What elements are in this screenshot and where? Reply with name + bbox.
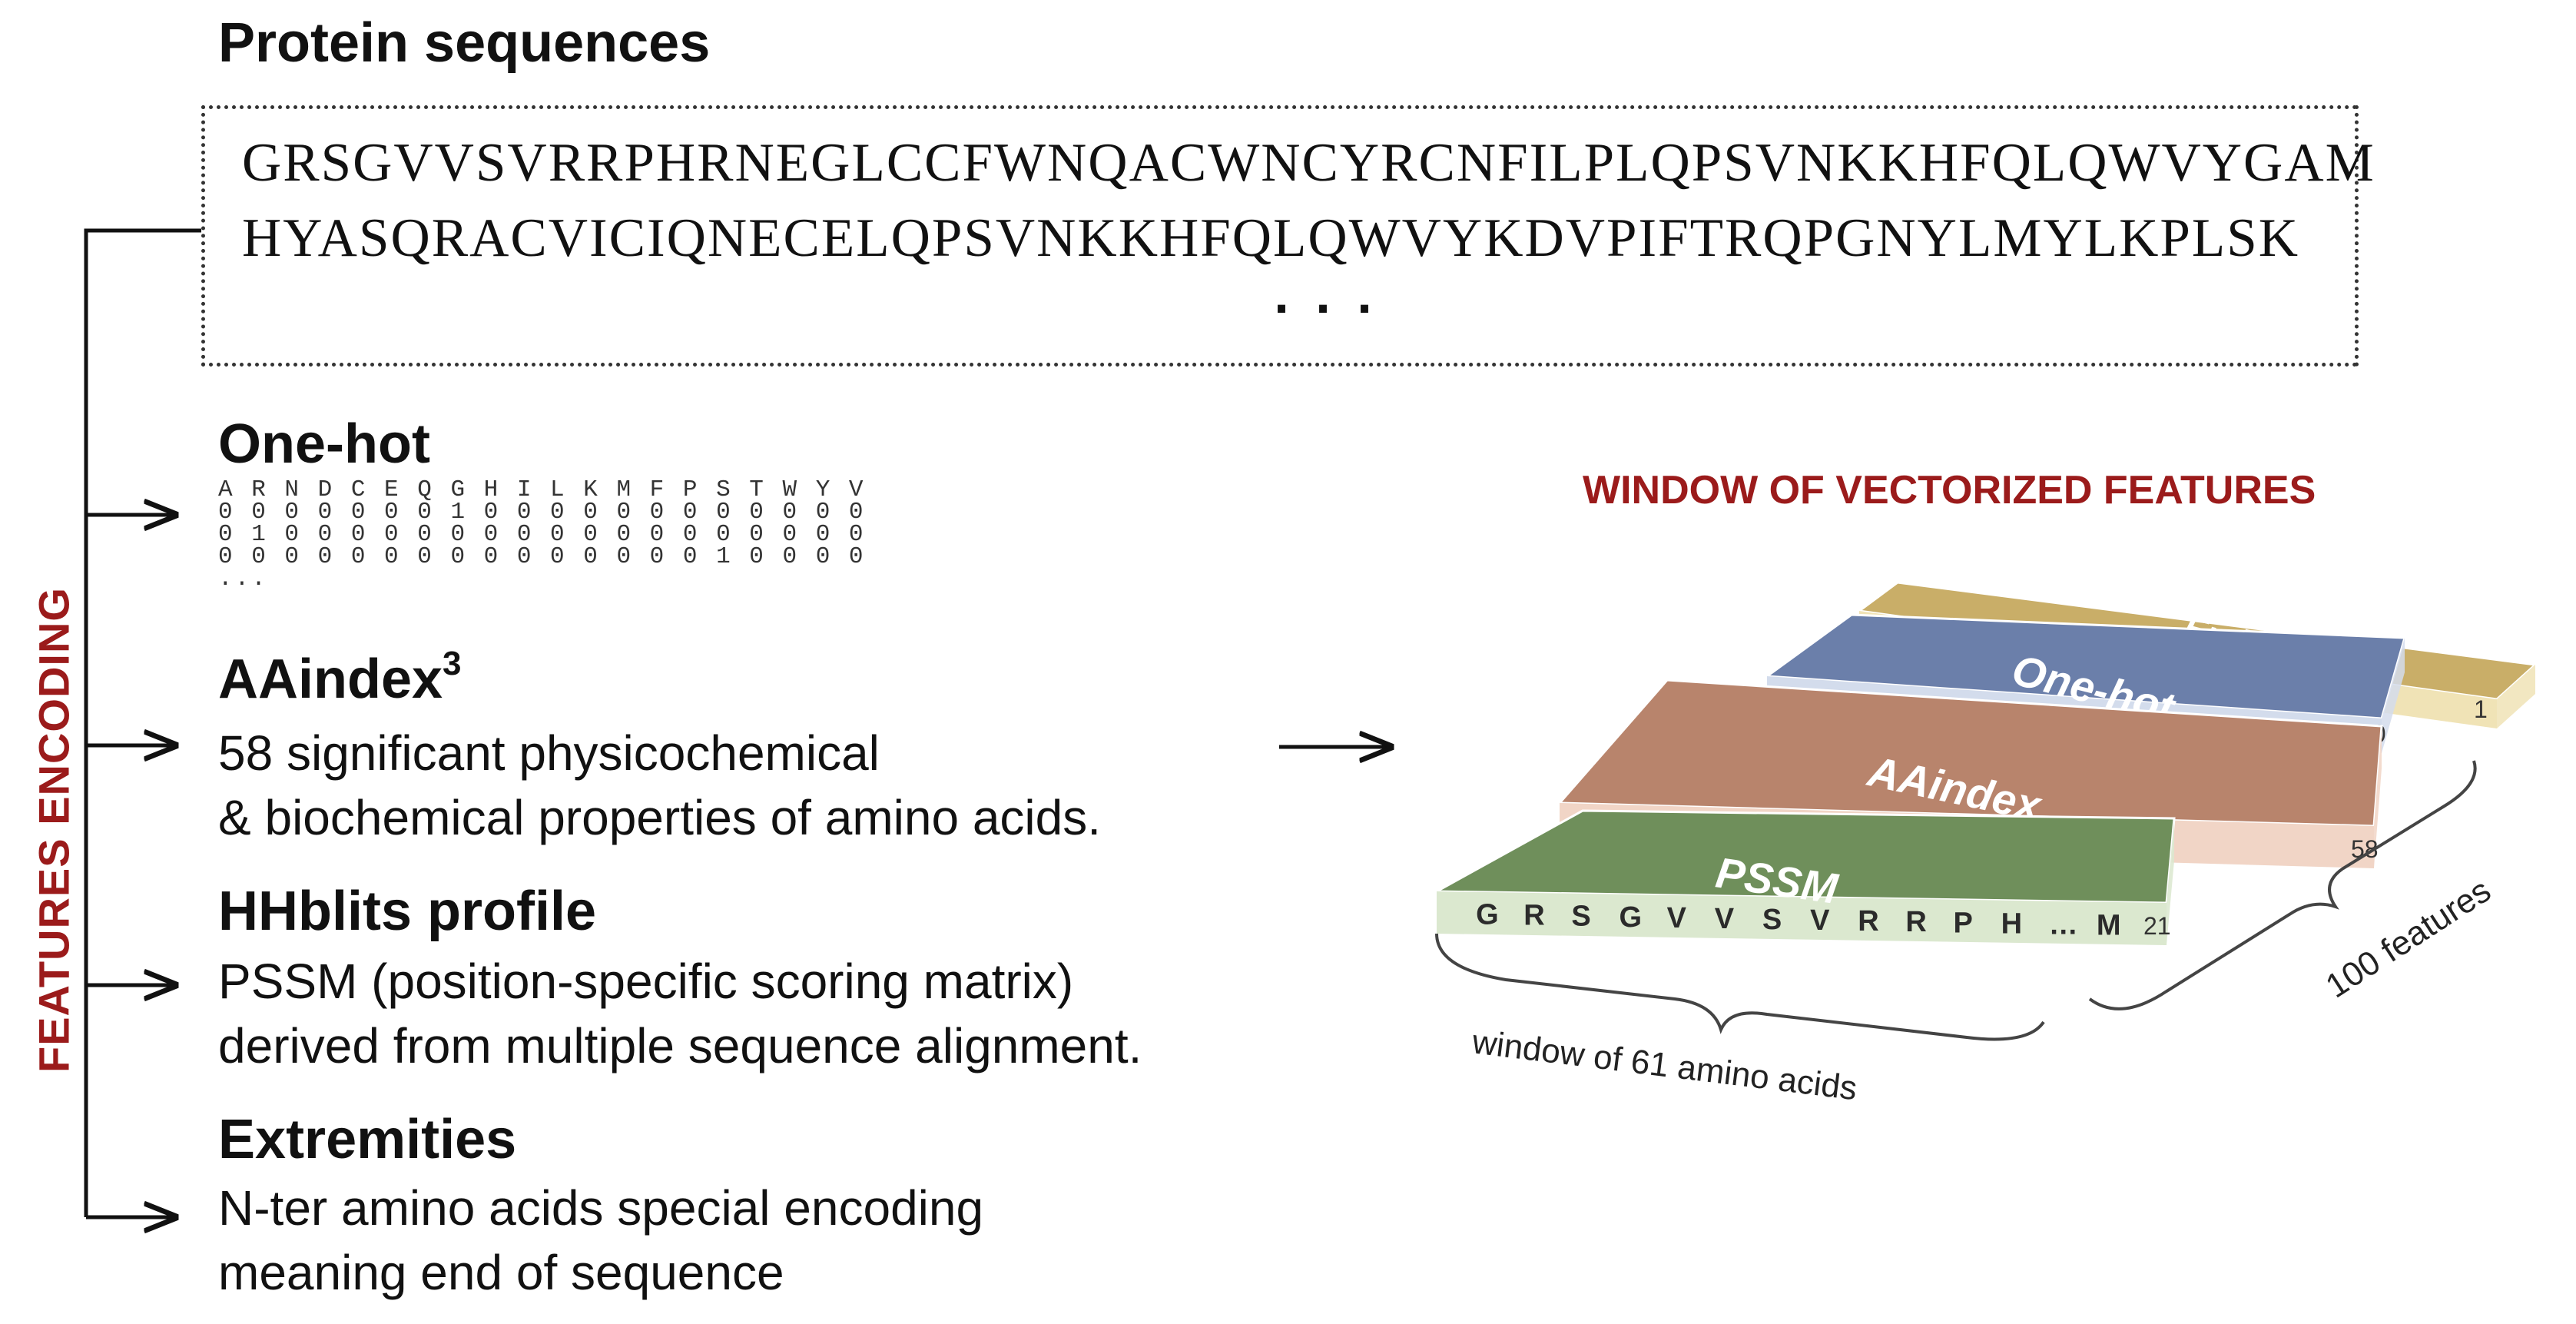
layer-side-aaindex xyxy=(2374,726,2382,868)
onehot-ellipsis: ... xyxy=(218,566,268,592)
layer-count-end: 1 xyxy=(2474,695,2488,723)
hhblits-description: PSSM (position-specific scoring matrix) … xyxy=(218,949,1142,1079)
layer-count-pssm: 21 xyxy=(2143,912,2171,940)
pssm-letter: G xyxy=(1476,899,1499,931)
aaindex-line-1: 58 significant physicochemical xyxy=(218,725,880,781)
extremities-line-2: meaning end of sequence xyxy=(218,1245,784,1301)
pssm-letter: R xyxy=(1523,900,1544,932)
encoding-connectors xyxy=(84,228,1391,1217)
feature-layers: End1One-hot20AAindex58PSSM21GRSGVVSVRRPH… xyxy=(1432,581,2538,945)
extremities-heading: Extremities xyxy=(218,1109,517,1170)
hhblits-line-2: derived from multiple sequence alignment… xyxy=(218,1018,1142,1074)
depth-label: 100 features xyxy=(2319,871,2498,1005)
connector-vertical-line xyxy=(84,228,201,1217)
layer-side-end xyxy=(2497,665,2535,728)
hhblits-line-1: PSSM (position-specific scoring matrix) xyxy=(218,954,1074,1009)
onehot-row: 0 1 0 0 0 0 0 0 0 0 0 0 0 0 0 0 0 0 0 0 xyxy=(218,521,866,548)
onehot-heading: One-hot xyxy=(218,413,430,475)
onehot-row: 0 0 0 0 0 0 0 0 0 0 0 0 0 0 0 1 0 0 0 0 xyxy=(218,543,866,570)
extremities-description: N-ter amino acids special encoding meani… xyxy=(218,1176,983,1306)
sequence-box: GRSGVVSVRRPHRNEGLCCFWNQACWNCYRCNFILPLQPS… xyxy=(201,105,2374,367)
pssm-letter: … xyxy=(2049,908,2078,941)
window-title: WINDOW OF VECTORIZED FEATURES xyxy=(1583,468,2316,513)
width-label: window of 61 amino acids xyxy=(1470,1023,1859,1107)
pssm-letter: V xyxy=(1667,902,1687,934)
depth-brace xyxy=(2088,760,2477,1010)
pssm-letter: M xyxy=(2097,909,2121,941)
layer-side-one-hot xyxy=(2382,638,2405,753)
pssm-letter: R xyxy=(1905,906,1926,938)
layer-front-pssm xyxy=(1437,891,2167,945)
sequence-line-1: GRSGVVSVRRPHRNEGLCCFWNQACWNCYRCNFILPLQPS… xyxy=(242,133,2375,193)
layer-side-pssm xyxy=(2167,818,2174,945)
braces xyxy=(1435,760,2477,1041)
aaindex-heading: AAindex3 xyxy=(218,647,462,710)
pssm-letter: G xyxy=(1620,901,1643,934)
pssm-letter: S xyxy=(1762,904,1782,936)
onehot-header-row: A R N D C E Q G H I L K M F P S T W Y V xyxy=(218,476,866,503)
pssm-letter: R xyxy=(1858,905,1878,937)
aaindex-heading-text: AAindex xyxy=(218,649,443,710)
onehot-matrix: A R N D C E Q G H I L K M F P S T W Y V … xyxy=(218,476,866,592)
hhblits-heading: HHblits profile xyxy=(218,881,597,942)
pssm-letter: V xyxy=(1810,904,1830,937)
protein-sequences-title: Protein sequences xyxy=(218,12,711,74)
aaindex-description: 58 significant physicochemical & biochem… xyxy=(218,721,1101,851)
pssm-letter: V xyxy=(1715,903,1735,935)
pssm-letter: P xyxy=(1954,907,1973,939)
aaindex-superscript: 3 xyxy=(443,645,462,682)
aaindex-line-2: & biochemical properties of amino acids. xyxy=(218,790,1101,846)
onehot-row: 0 0 0 0 0 0 0 1 0 0 0 0 0 0 0 0 0 0 0 0 xyxy=(218,499,866,526)
pssm-letter: H xyxy=(2001,908,2022,940)
pssm-letter: S xyxy=(1571,901,1590,933)
sequence-line-2: HYASQRACVICIQNECELQPSVNKKHFQLQWVYKDVPIFT… xyxy=(242,208,2299,268)
width-brace xyxy=(1435,933,2045,1041)
sequence-ellipsis: ... xyxy=(1265,269,1391,330)
extremities-line-1: N-ter amino acids special encoding xyxy=(218,1180,984,1236)
